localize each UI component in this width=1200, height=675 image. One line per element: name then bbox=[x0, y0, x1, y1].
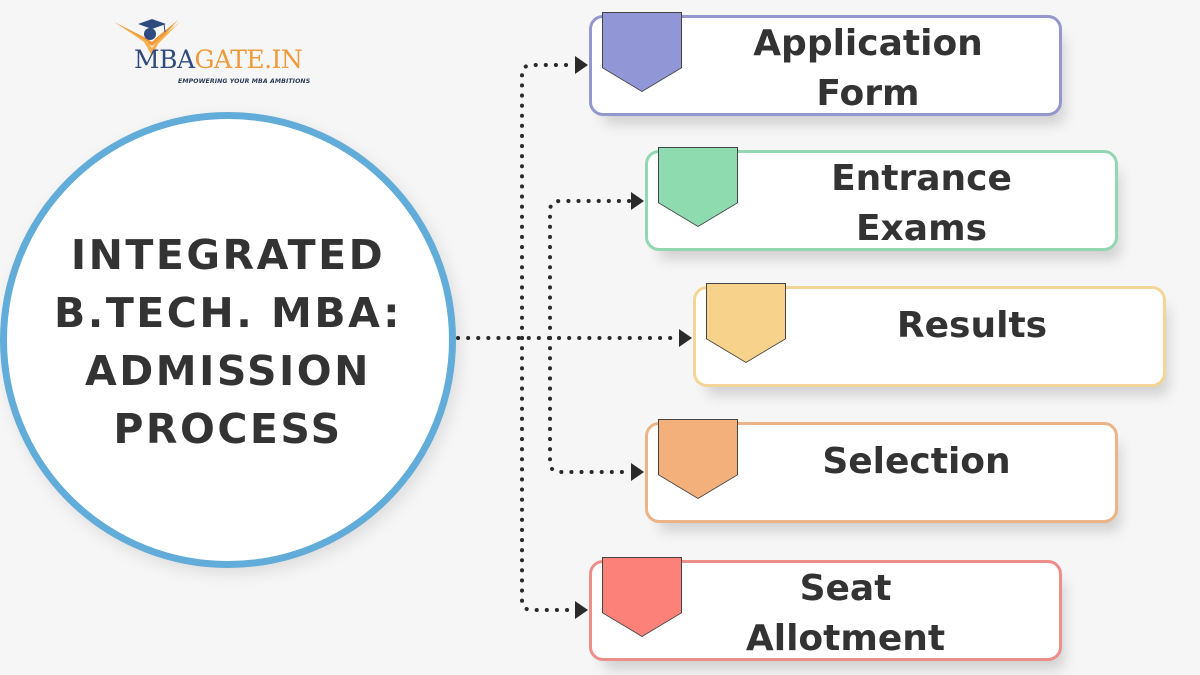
connector-line-4 bbox=[548, 336, 633, 474]
step-label: Seat Allotment bbox=[642, 563, 1049, 659]
central-topic-circle: INTEGRATED B.TECH. MBA: ADMISSION PROCES… bbox=[0, 112, 456, 568]
arrowhead-icon bbox=[631, 463, 644, 481]
pentagon-badge-icon bbox=[659, 148, 737, 226]
step-card-application-form: Application Form bbox=[589, 12, 1062, 116]
connector-line-2 bbox=[548, 199, 633, 340]
logo-wordmark-mba: MBA bbox=[134, 45, 195, 74]
connector-line-1 bbox=[520, 63, 577, 340]
pentagon-badge-icon bbox=[707, 284, 785, 362]
pentagon-badge-icon bbox=[603, 13, 681, 91]
logo-tagline: EMPOWERING YOUR MBA AMBITIONS bbox=[178, 78, 311, 85]
step-label: Results bbox=[791, 289, 1153, 384]
central-topic-line: INTEGRATED bbox=[70, 231, 386, 279]
arrowhead-icon bbox=[575, 601, 588, 619]
connector-line-5 bbox=[520, 336, 577, 612]
step-label-line: Seat bbox=[799, 568, 892, 609]
step-label: Selection bbox=[728, 425, 1105, 520]
central-topic-title: INTEGRATED B.TECH. MBA: ADMISSION PROCES… bbox=[54, 226, 402, 458]
central-topic-line: PROCESS bbox=[113, 405, 343, 453]
arrowhead-icon bbox=[679, 329, 692, 347]
step-label-line: Application bbox=[753, 23, 983, 64]
step-label-line: Results bbox=[896, 305, 1048, 346]
logo-wordmark: MBAGATE.IN bbox=[134, 45, 303, 74]
arrowhead-icon bbox=[575, 56, 588, 74]
graduation-cap-v-icon bbox=[114, 19, 180, 56]
step-label-line: Form bbox=[816, 73, 920, 114]
central-topic-line: B.TECH. MBA: bbox=[54, 289, 402, 337]
step-label-line: Exams bbox=[855, 208, 988, 249]
step-card-results: Results bbox=[693, 283, 1166, 387]
step-label-line: Selection bbox=[822, 441, 1011, 482]
step-card-seat-allotment: Seat Allotment bbox=[589, 557, 1062, 661]
step-label: Application Form bbox=[687, 18, 1049, 114]
step-card-entrance-exams: Entrance Exams bbox=[645, 147, 1118, 251]
pentagon-badge-icon bbox=[659, 420, 737, 498]
step-card-selection: Selection bbox=[645, 419, 1118, 523]
mbagate-logo[interactable]: MBAGATE.IN EMPOWERING YOUR MBA AMBITIONS bbox=[112, 16, 312, 88]
logo-wordmark-gate: GATE.IN bbox=[194, 45, 303, 74]
central-topic-line: ADMISSION bbox=[85, 347, 371, 395]
step-label-line: Allotment bbox=[745, 618, 946, 659]
step-label-line: Entrance bbox=[831, 158, 1012, 199]
step-label: Entrance Exams bbox=[738, 153, 1105, 249]
arrowhead-icon bbox=[631, 192, 644, 210]
